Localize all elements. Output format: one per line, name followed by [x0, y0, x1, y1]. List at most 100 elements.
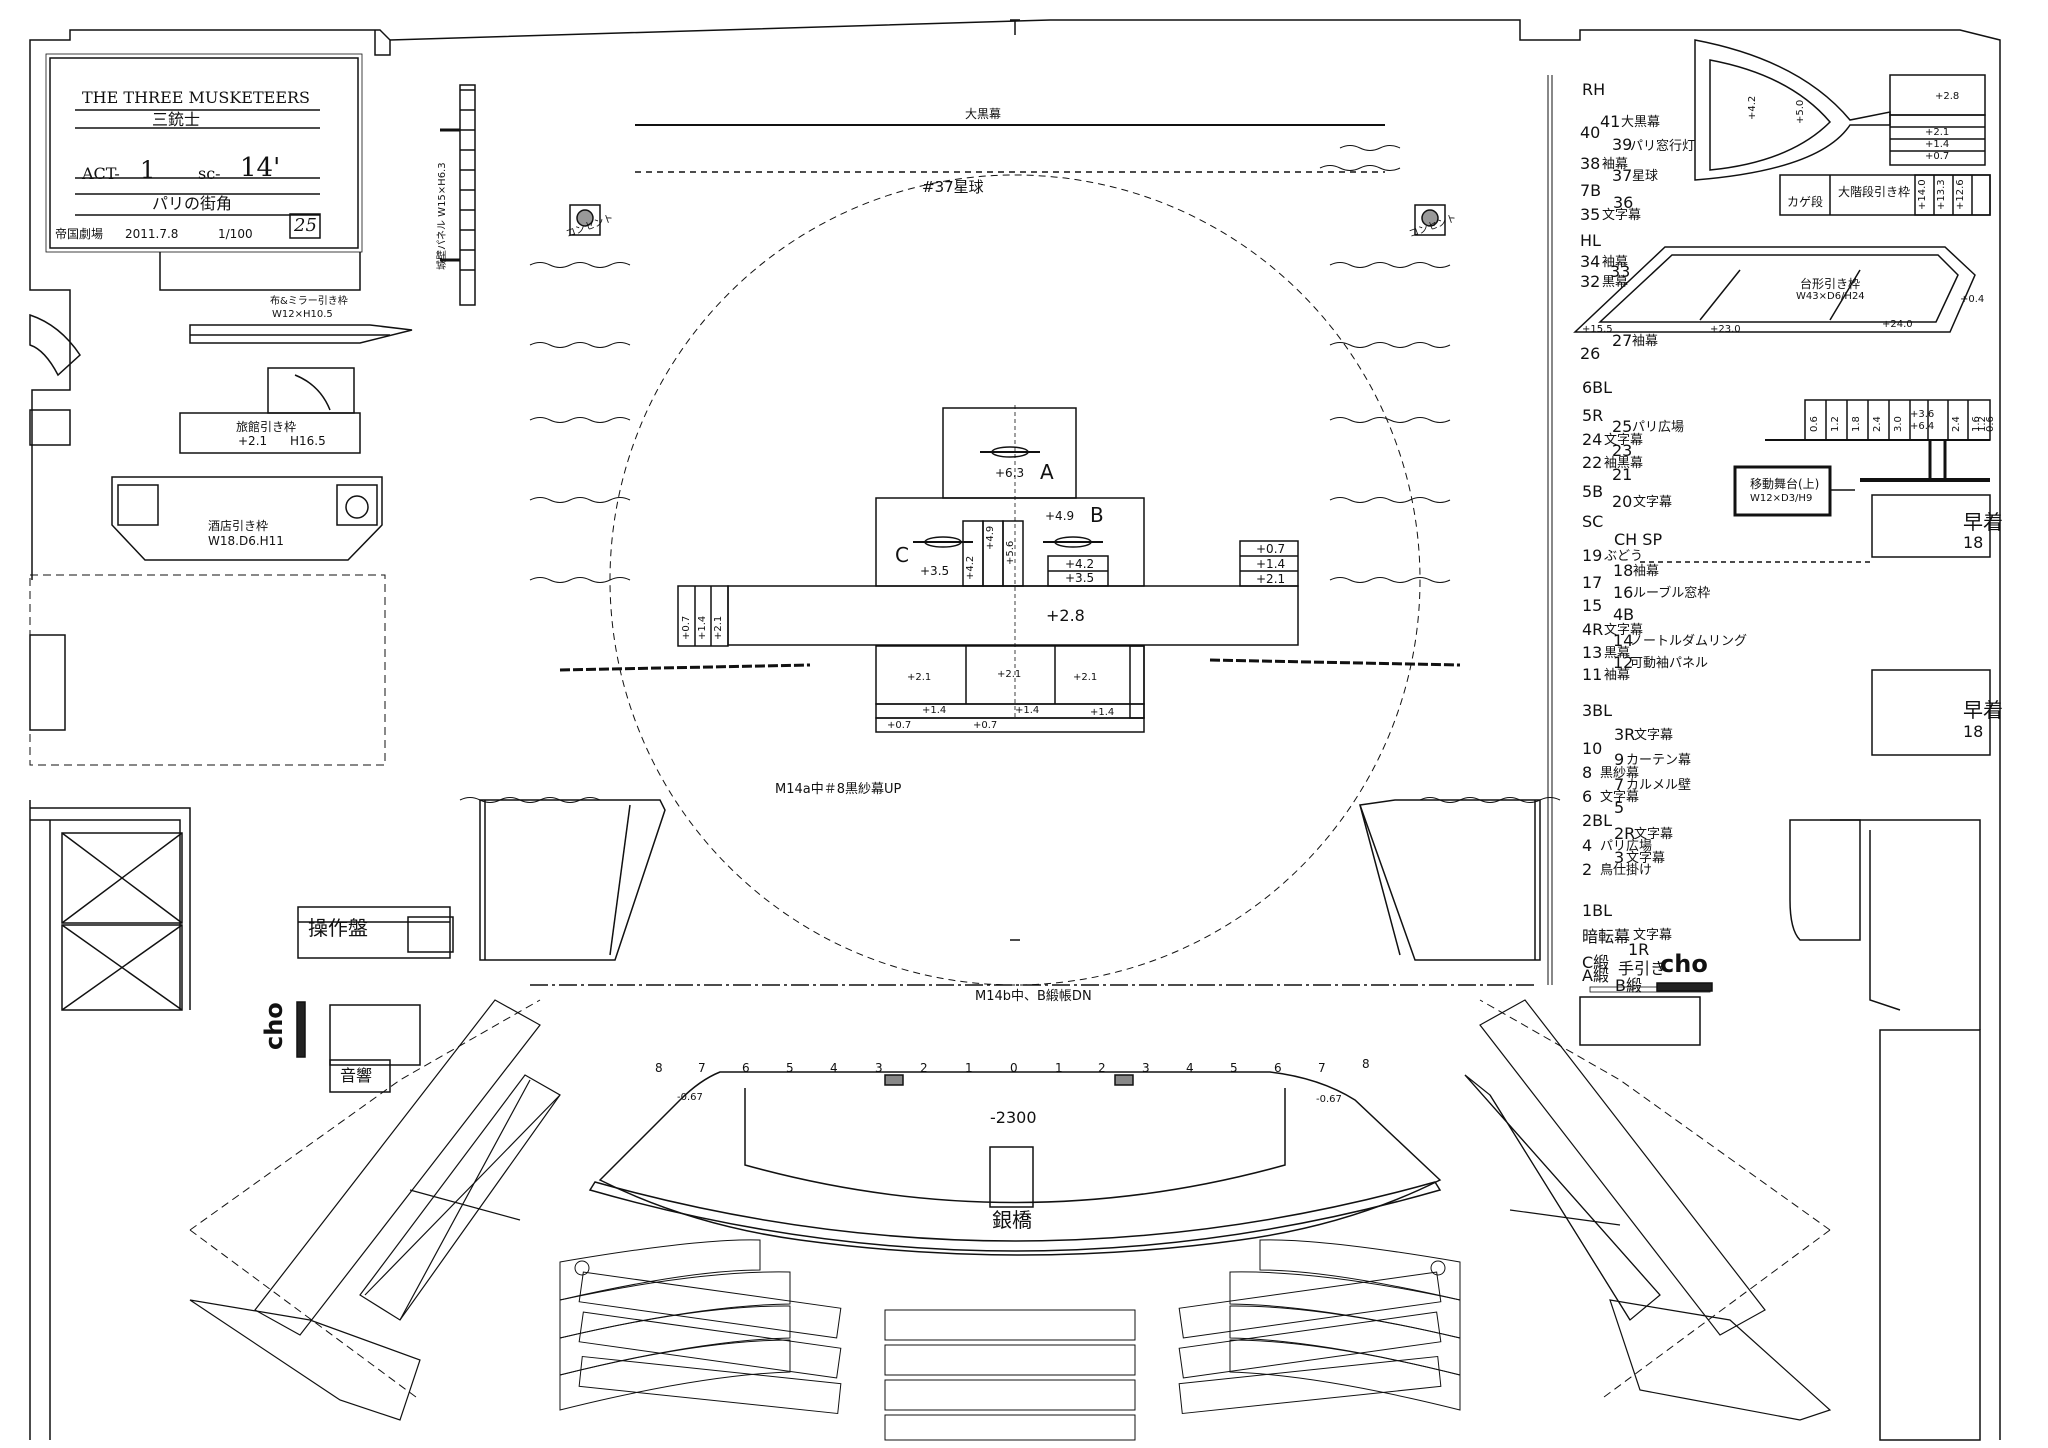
cho-right-label: cho [1660, 950, 1708, 978]
line-set-name: 黒幕 [1604, 646, 1631, 661]
stair-unit-value: +3.6 [1910, 409, 1935, 420]
line-set-name: カルメル壁 [1626, 778, 1692, 793]
trapezoid-height-23-0: +23.0 [1710, 324, 1741, 335]
ship-step-2-8: +2.8 [1935, 91, 1960, 102]
line-set-rail [1547, 75, 1553, 985]
line-set-no: 14 [1613, 631, 1634, 650]
line-set-no: 12 [1613, 653, 1634, 672]
line-set-no: 22 [1582, 453, 1603, 472]
audience-seating [559, 1239, 1461, 1441]
pit-and-bridge [588, 1071, 1442, 1256]
line-set-no: 1BL [1582, 901, 1613, 920]
moving-stage-label: 移動舞台(上) [1750, 477, 1820, 491]
line-set-no: 5R [1582, 406, 1604, 425]
line-set-no: 32 [1580, 272, 1601, 291]
line-set-no: CH SP [1614, 530, 1663, 549]
inn-truck-height: +2.1 [238, 434, 268, 448]
line-set-no: 5 [1614, 798, 1625, 817]
sound-booth-label: 音響 [340, 1066, 373, 1085]
pit-number: 5 [786, 1061, 794, 1075]
line-set-no: B緞 [1615, 976, 1642, 995]
platform-b-height: +4.9 [1045, 509, 1075, 523]
line-set-no: 6 [1582, 787, 1593, 806]
line-set-name: パリ窓行灯 [1630, 139, 1696, 154]
left-step-0-7: +0.7 [681, 615, 692, 640]
line-set-name: 星球 [1632, 169, 1659, 184]
right-step-0-7: +0.7 [1256, 542, 1286, 556]
stair-unit-value: 1.2 [1830, 416, 1841, 432]
left-step-2-1: +2.1 [713, 615, 724, 640]
line-set-no: 4B [1613, 605, 1635, 624]
line-set-no: 10 [1582, 739, 1603, 758]
pit-number: 6 [1274, 1061, 1282, 1075]
pit-number: 5 [1230, 1061, 1238, 1075]
step-4-9-vertical: +4.9 [985, 525, 996, 550]
line-set-name: 文字幕 [1604, 433, 1644, 448]
stair-12-6: +12.6 [1955, 179, 1966, 210]
stair-unit-value: 2.4 [1872, 416, 1883, 432]
right-step-2-1: +2.1 [1256, 572, 1286, 586]
line-set-name: パリ広場 [1632, 420, 1685, 435]
line-set-name: 大黒幕 [1621, 115, 1661, 130]
line-set-no: 39 [1612, 135, 1633, 154]
line-set-no: 33 [1610, 262, 1631, 281]
pit-number: 3 [1142, 1061, 1150, 1075]
mirror-truck-label: 布&ミラー引き枠 [270, 296, 348, 307]
stair-unit-value: 0.6 [1985, 416, 1996, 432]
step-4-2-vertical: +4.2 [965, 555, 976, 580]
line-set-no: 2R [1614, 824, 1636, 843]
line-set-name: 文字幕 [1633, 495, 1673, 510]
line-set-no: 4R [1582, 620, 1604, 639]
pit-number: 3 [875, 1061, 883, 1075]
trapezoid-height-0-4: +0.4 [1960, 294, 1985, 305]
platform-b-label: B [1090, 503, 1104, 527]
step-5-6-vertical: +5.6 [1005, 540, 1016, 565]
line-set-name: パリ広場 [1600, 839, 1653, 854]
line-set-name: 文字幕 [1634, 728, 1674, 743]
line-set-name: 文字幕 [1604, 623, 1644, 638]
line-set-no: 2 [1582, 860, 1593, 879]
right-step-1-4: +1.4 [1256, 557, 1286, 571]
line-set-name: 袖幕 [1602, 255, 1629, 270]
inn-truck-label: 旅館引き枠 [236, 420, 297, 434]
pit-number: 8 [1362, 1057, 1370, 1071]
line-set-no: 34 [1580, 252, 1601, 271]
pit-depth: -2300 [990, 1108, 1037, 1127]
stair-unit-value: 0.6 [1809, 416, 1820, 432]
line-set-name: ルーブル窓枠 [1633, 586, 1711, 601]
line-set-no: 19 [1582, 546, 1603, 565]
ship-step-0-7: +0.7 [1925, 151, 1950, 162]
cho-left-label: cho [260, 1002, 288, 1050]
pit-number: 7 [1318, 1061, 1326, 1075]
platform-a-height: +6.3 [995, 466, 1025, 480]
line-set-no: C緞 [1582, 953, 1610, 972]
revolve-circle [609, 174, 1421, 986]
line-set-name: 黒幕 [1602, 275, 1629, 290]
stair-unit-value: 3.0 [1893, 416, 1904, 432]
side-wagons [479, 799, 1541, 986]
line-set-no: 4 [1582, 836, 1593, 855]
pit-side-left: -0.67 [677, 1092, 703, 1103]
drawing-scale: 1/100 [218, 227, 253, 241]
bar-truck-label: 酒店引き枠 [208, 519, 269, 533]
mirror-truck-size: W12×H10.5 [272, 309, 333, 320]
line-set-no: 13 [1582, 643, 1603, 662]
line-set-no: 7B [1580, 181, 1602, 200]
line-set-name: ぶどう [1604, 549, 1644, 564]
line-set-no: 41 [1600, 112, 1621, 131]
line-set-no: 38 [1580, 154, 1601, 173]
side-trusses [189, 999, 1832, 1421]
line-set-no: 23 [1612, 441, 1633, 460]
trapezoid-height-15-5: +15.5 [1582, 324, 1613, 335]
line-set-no: 17 [1582, 573, 1603, 592]
line-set-no: 26 [1580, 344, 1601, 363]
line-set-no: 暗転幕 [1582, 927, 1631, 946]
line-set-no: 3R [1614, 725, 1636, 744]
platform-c-label: C [895, 543, 909, 567]
platform-a-label: A [1040, 460, 1054, 484]
pit-number: 6 [742, 1061, 750, 1075]
front-step-0-7-b: +0.7 [973, 720, 998, 731]
ship-height-1: +4.2 [1747, 95, 1758, 120]
cue-m14b: M14b中、B緞帳DN [975, 989, 1092, 1004]
